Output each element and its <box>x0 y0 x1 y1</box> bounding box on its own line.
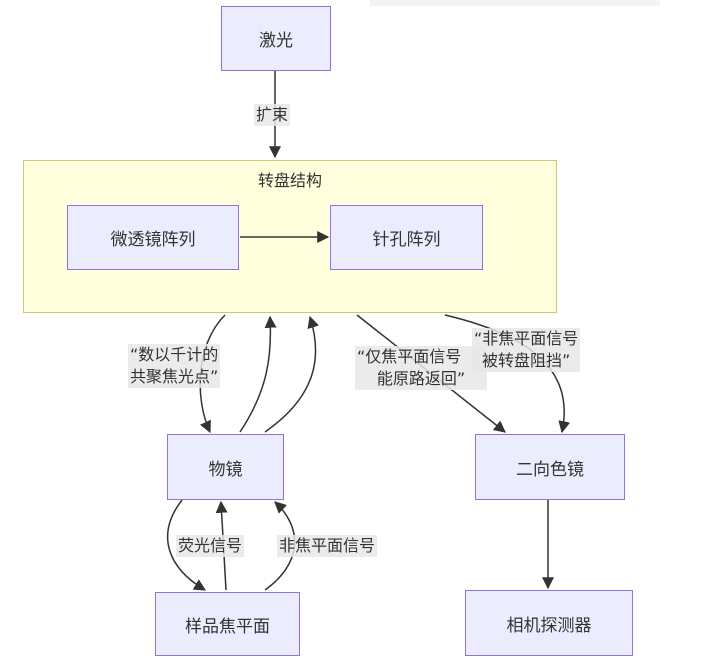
pinhole-array-node: 针孔阵列 <box>330 205 483 270</box>
cluster-label: 转盘结构 <box>257 171 322 190</box>
camera-detector-node: 相机探测器 <box>465 590 633 656</box>
focal-only-line-1: “仅焦平面信号 <box>357 347 462 366</box>
edge-objective-to-sample <box>166 499 207 591</box>
dichroic-mirror-label: 二向色镜 <box>516 459 584 480</box>
laser-node: 激光 <box>221 6 331 71</box>
sample-focal-plane-label: 样品焦平面 <box>185 616 270 637</box>
top-decoration-strip <box>370 0 660 6</box>
focal-points-label: “数以千计的 共聚焦光点” <box>128 344 221 388</box>
dichroic-mirror-node: 二向色镜 <box>475 434 625 500</box>
focal-only-line-2: 能原路返回” <box>376 369 466 388</box>
beam-expand-label: 扩束 <box>254 104 291 126</box>
microlens-array-label: 微透镜阵列 <box>110 230 196 250</box>
objective-label: 物镜 <box>208 459 243 480</box>
pinhole-array-label: 针孔阵列 <box>372 230 441 250</box>
nonfocal-blocked-line-2: 被转盘阻挡” <box>482 351 571 370</box>
nonfocal-signal-label: 非焦平面信号 <box>277 535 378 557</box>
laser-label: 激光 <box>259 31 293 51</box>
focal-points-line-1: “数以千计的 <box>130 345 219 364</box>
edge-objective-to-cluster-2 <box>264 315 319 433</box>
nonfocal-blocked-line-1: “非焦平面信号 <box>474 329 579 348</box>
nonfocal-blocked-label: “非焦平面信号 被转盘阻挡” <box>472 328 581 372</box>
edge-objective-to-cluster-1 <box>239 315 277 433</box>
focal-points-line-2: 共聚焦光点” <box>130 367 219 386</box>
camera-detector-label: 相机探测器 <box>506 615 592 636</box>
fluorescence-label: 荧光信号 <box>176 535 245 557</box>
objective-node: 物镜 <box>167 434 284 500</box>
focal-only-label: “仅焦平面信号 能原路返回” <box>355 346 487 390</box>
microlens-array-node: 微透镜阵列 <box>67 205 239 270</box>
sample-focal-plane-node: 样品焦平面 <box>155 592 300 656</box>
